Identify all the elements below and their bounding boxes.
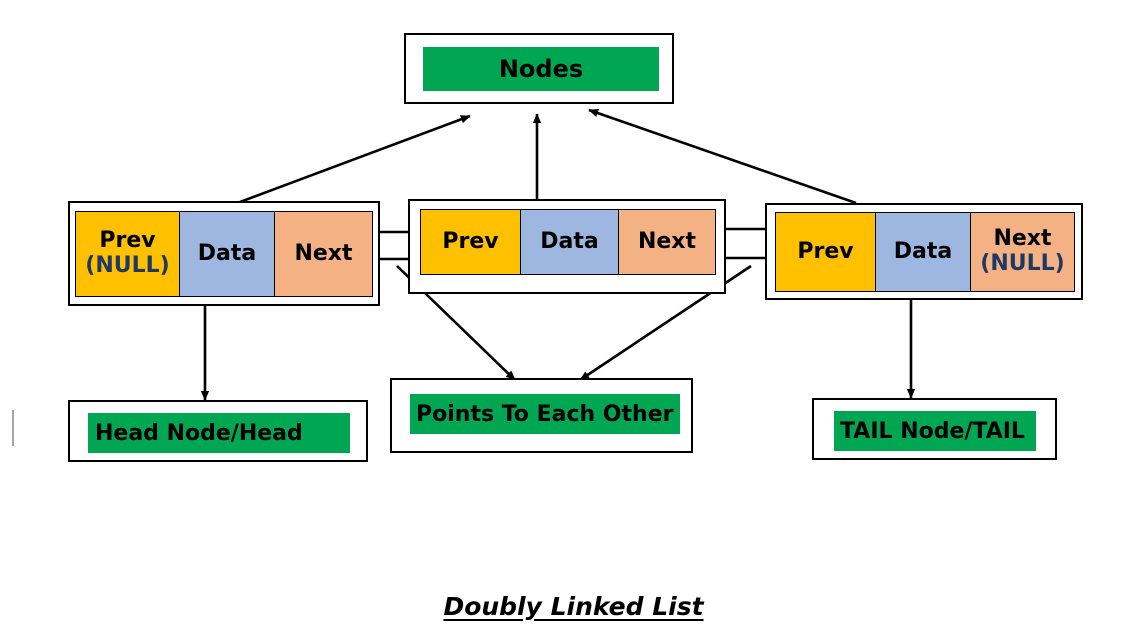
node-3-next-cell: Next (NULL): [971, 213, 1074, 291]
node-3-cells: Prev Data Next (NULL): [775, 212, 1075, 292]
node-1-prev-label: Prev: [99, 228, 156, 254]
node-1-next-cell: Next: [275, 212, 372, 296]
head-node-label: Head Node/Head: [88, 413, 350, 453]
node-2-prev-cell: Prev: [421, 210, 521, 274]
node-1: Prev (NULL) Data Next: [68, 201, 380, 306]
points-to-each-other-box: Points To Each Other: [390, 378, 693, 453]
node-1-data-cell: Data: [180, 212, 275, 296]
node-2-data-cell: Data: [521, 210, 619, 274]
arrow-node1-to-nodes: [239, 114, 471, 204]
node-2-prev-label: Prev: [442, 228, 499, 254]
node-1-next-label: Next: [294, 240, 353, 266]
node-2-data-label: Data: [540, 228, 599, 254]
node-3-data-cell: Data: [876, 213, 971, 291]
node-3-prev-cell: Prev: [776, 213, 876, 291]
node-3-next-null: (NULL): [980, 251, 1065, 276]
left-edge-tick-mark: [12, 410, 14, 446]
node-1-prev-null: (NULL): [85, 253, 170, 278]
nodes-title-box: Nodes: [404, 33, 674, 104]
node-2: Prev Data Next: [408, 199, 726, 294]
points-to-each-other-label: Points To Each Other: [410, 394, 680, 434]
node-3-data-label: Data: [893, 238, 953, 264]
node-1-data-label: Data: [197, 240, 257, 266]
tail-node-label: TAIL Node/TAIL: [834, 411, 1036, 451]
node-2-cells: Prev Data Next: [420, 209, 716, 275]
nodes-title-label: Nodes: [423, 47, 659, 91]
node-3-prev-label: Prev: [797, 238, 854, 264]
node-3: Prev Data Next (NULL): [765, 203, 1083, 300]
tail-node-box: TAIL Node/TAIL: [812, 398, 1057, 460]
node-2-next-cell: Next: [619, 210, 715, 274]
diagram-caption: Doubly Linked List: [443, 592, 704, 621]
node-2-next-label: Next: [637, 228, 697, 254]
head-node-box: Head Node/Head: [68, 400, 368, 462]
node-3-next-label: Next: [993, 226, 1052, 252]
node-1-prev-cell: Prev (NULL): [76, 212, 180, 296]
node-1-cells: Prev (NULL) Data Next: [75, 211, 373, 297]
arrow-node3-to-nodes: [588, 108, 857, 205]
